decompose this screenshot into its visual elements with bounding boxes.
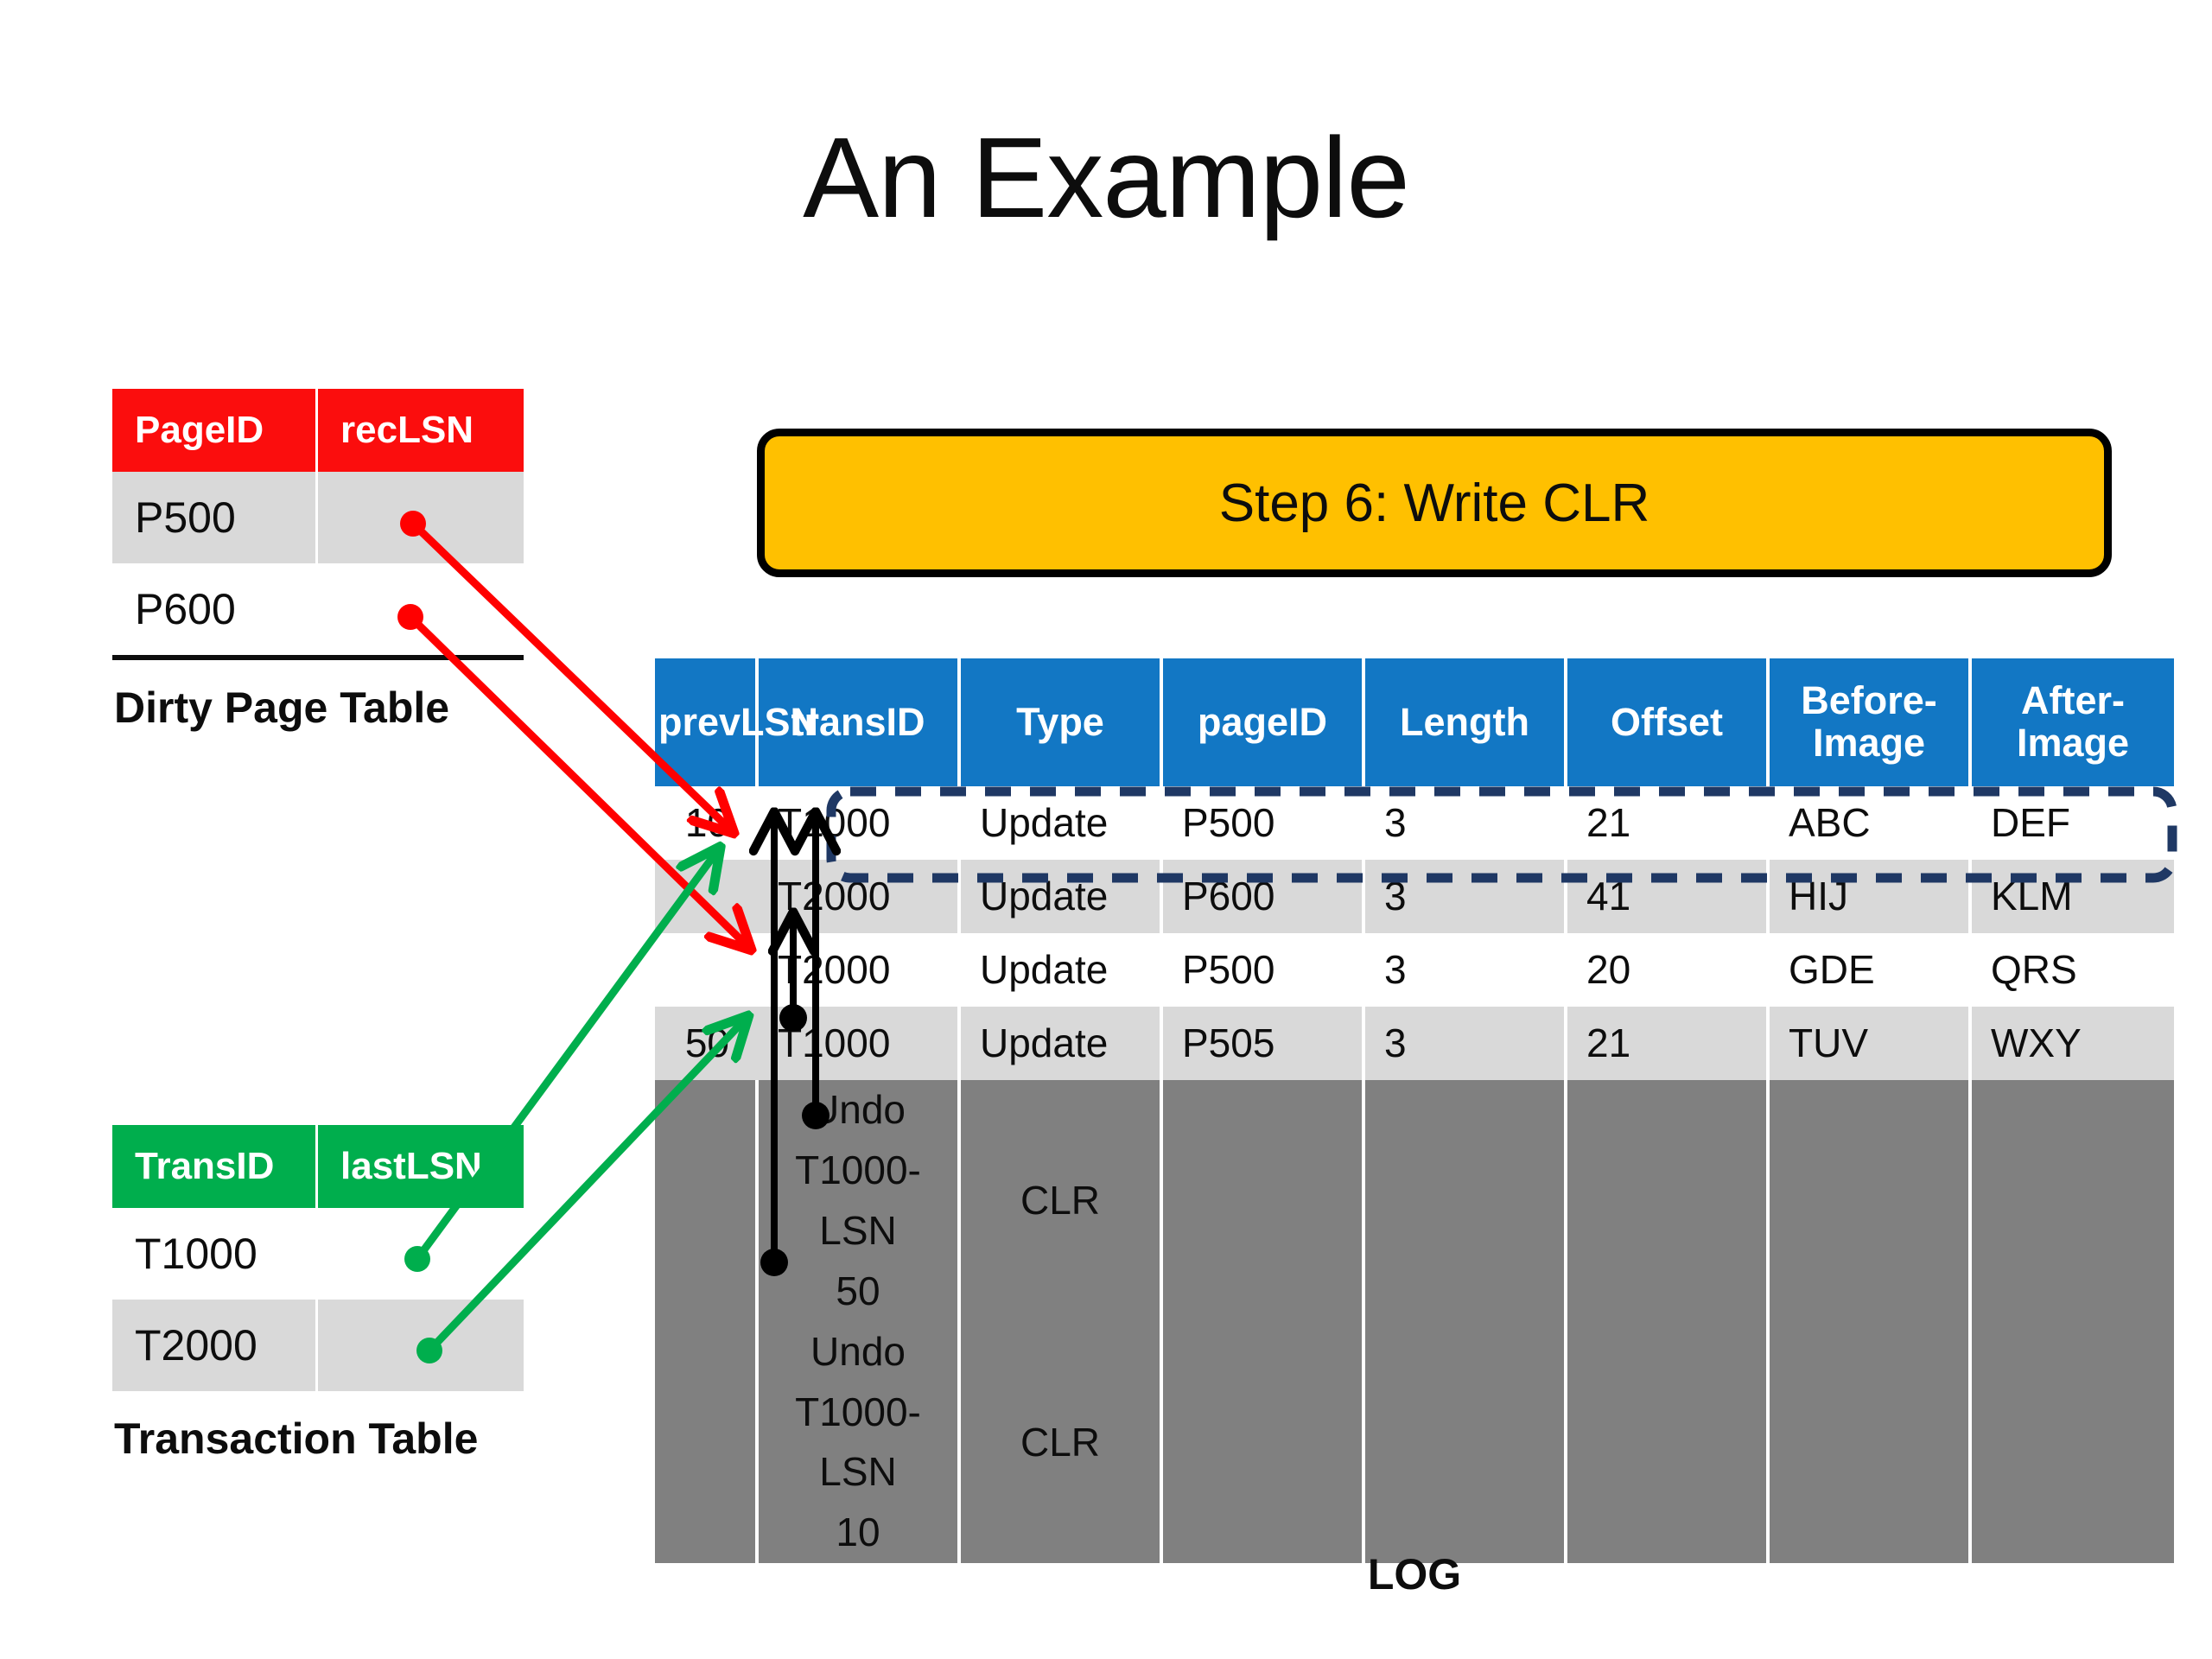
dpt-cell-pageid: P600 bbox=[112, 563, 318, 655]
log-cell-pageid: P500 bbox=[1163, 786, 1365, 860]
log-cell-before-image: GDE bbox=[1770, 933, 1972, 1007]
dpt-cell-reclsn bbox=[318, 563, 524, 655]
log-cell-pageid: P600 bbox=[1163, 860, 1365, 933]
log-cell-offset: 21 bbox=[1567, 1007, 1770, 1080]
dpt-header-reclsn: recLSN bbox=[318, 389, 524, 472]
log-table-caption: LOG bbox=[1367, 1550, 1462, 1599]
log-cell-pageid: P500 bbox=[1163, 933, 1365, 1007]
dpt-cell-pageid: P500 bbox=[112, 472, 318, 563]
log-cell-transid: T2000 bbox=[759, 933, 961, 1007]
log-cell-pageid: P505 bbox=[1163, 1007, 1365, 1080]
transaction-table-header-row: TransID lastLSN bbox=[112, 1125, 524, 1208]
dpt-row-p500: P500 bbox=[112, 472, 524, 563]
log-cell-before-image: ABC bbox=[1770, 786, 1972, 860]
log-cell-type: Update bbox=[961, 786, 1163, 860]
log-table-row: 50 T1000 Update P505 3 21 TUV WXY bbox=[655, 1007, 2174, 1080]
tt-header-lastlsn: lastLSN bbox=[318, 1125, 524, 1208]
transaction-table: TransID lastLSN T1000 T2000 Transaction … bbox=[112, 1125, 524, 1464]
log-header-type: Type bbox=[961, 658, 1163, 786]
log-cell-length bbox=[1365, 1321, 1567, 1564]
log-cell-transid: T2000 bbox=[759, 860, 961, 933]
log-cell-pageid bbox=[1163, 1080, 1365, 1322]
step-banner-label: Step 6: Write CLR bbox=[1218, 473, 1650, 533]
log-cell-before-image: TUV bbox=[1770, 1007, 1972, 1080]
log-cell-prevlsn bbox=[655, 1080, 759, 1322]
tt-cell-lastlsn bbox=[318, 1208, 524, 1300]
log-header-offset: Offset bbox=[1567, 658, 1770, 786]
dpt-row-p600: P600 bbox=[112, 563, 524, 655]
log-cell-prevlsn: 10 bbox=[655, 786, 759, 860]
log-cell-before-image bbox=[1770, 1321, 1972, 1564]
log-cell-after-image: QRS bbox=[1972, 933, 2174, 1007]
log-cell-type: Update bbox=[961, 1007, 1163, 1080]
log-cell-length: 3 bbox=[1365, 786, 1567, 860]
log-cell-prevlsn bbox=[655, 1321, 759, 1564]
log-table-row: T2000 Update P600 3 41 HIJ KLM bbox=[655, 860, 2174, 933]
tt-cell-transid: T1000 bbox=[112, 1208, 318, 1300]
log-cell-offset bbox=[1567, 1080, 1770, 1322]
log-cell-after-image: KLM bbox=[1972, 860, 2174, 933]
dpt-bottom-rule bbox=[112, 655, 524, 660]
log-cell-offset: 21 bbox=[1567, 786, 1770, 860]
log-cell-type: CLR bbox=[961, 1080, 1163, 1322]
log-cell-offset: 41 bbox=[1567, 860, 1770, 933]
tt-header-transid: TransID bbox=[112, 1125, 318, 1208]
log-cell-length: 3 bbox=[1365, 1007, 1567, 1080]
log-table-row: T2000 Update P500 3 20 GDE QRS bbox=[655, 933, 2174, 1007]
page-title: An Example bbox=[803, 114, 1410, 241]
log-cell-prevlsn bbox=[655, 860, 759, 933]
log-cell-type: Update bbox=[961, 860, 1163, 933]
log-cell-length: 3 bbox=[1365, 860, 1567, 933]
transaction-table-caption: Transaction Table bbox=[114, 1414, 479, 1463]
log-table: prevLSN transID Type pageID Length Offse… bbox=[655, 658, 2174, 1564]
log-cell-pageid bbox=[1163, 1321, 1365, 1564]
dirty-page-table-header-row: PageID recLSN bbox=[112, 389, 524, 472]
log-header-pageid: pageID bbox=[1163, 658, 1365, 786]
log-cell-transid: T1000 bbox=[759, 1007, 961, 1080]
log-cell-length: 3 bbox=[1365, 933, 1567, 1007]
dpt-header-pageid: PageID bbox=[112, 389, 318, 472]
step-banner: Step 6: Write CLR bbox=[757, 429, 2112, 577]
dpt-cell-reclsn bbox=[318, 472, 524, 563]
log-cell-type: Update bbox=[961, 933, 1163, 1007]
log-cell-before-image: HIJ bbox=[1770, 860, 1972, 933]
log-header-before-image: Before-Image bbox=[1770, 658, 1972, 786]
log-cell-offset bbox=[1567, 1321, 1770, 1564]
log-cell-after-image bbox=[1972, 1080, 2174, 1322]
log-header-transid: transID bbox=[759, 658, 961, 786]
log-cell-before-image bbox=[1770, 1080, 1972, 1322]
log-cell-offset: 20 bbox=[1567, 933, 1770, 1007]
log-cell-after-image: WXY bbox=[1972, 1007, 2174, 1080]
dirty-page-table-caption: Dirty Page Table bbox=[114, 683, 450, 732]
log-header-after-image: After-Image bbox=[1972, 658, 2174, 786]
log-cell-type: CLR bbox=[961, 1321, 1163, 1564]
log-cell-after-image bbox=[1972, 1321, 2174, 1564]
log-cell-prevlsn bbox=[655, 933, 759, 1007]
log-table-header-row: prevLSN transID Type pageID Length Offse… bbox=[655, 658, 2174, 786]
tt-cell-lastlsn bbox=[318, 1300, 524, 1391]
log-cell-prevlsn: 50 bbox=[655, 1007, 759, 1080]
log-header-length: Length bbox=[1365, 658, 1567, 786]
dirty-page-table: PageID recLSN P500 P600 Dirty Page Table bbox=[112, 389, 524, 733]
log-cell-transid: T1000 bbox=[759, 786, 961, 860]
log-header-prevlsn: prevLSN bbox=[655, 658, 818, 786]
log-table-row: 10 T1000 Update P500 3 21 ABC DEF bbox=[655, 786, 2174, 860]
tt-row-t2000: T2000 bbox=[112, 1300, 524, 1391]
log-cell-after-image: DEF bbox=[1972, 786, 2174, 860]
tt-row-t1000: T1000 bbox=[112, 1208, 524, 1300]
tt-cell-transid: T2000 bbox=[112, 1300, 318, 1391]
log-cell-length bbox=[1365, 1080, 1567, 1322]
